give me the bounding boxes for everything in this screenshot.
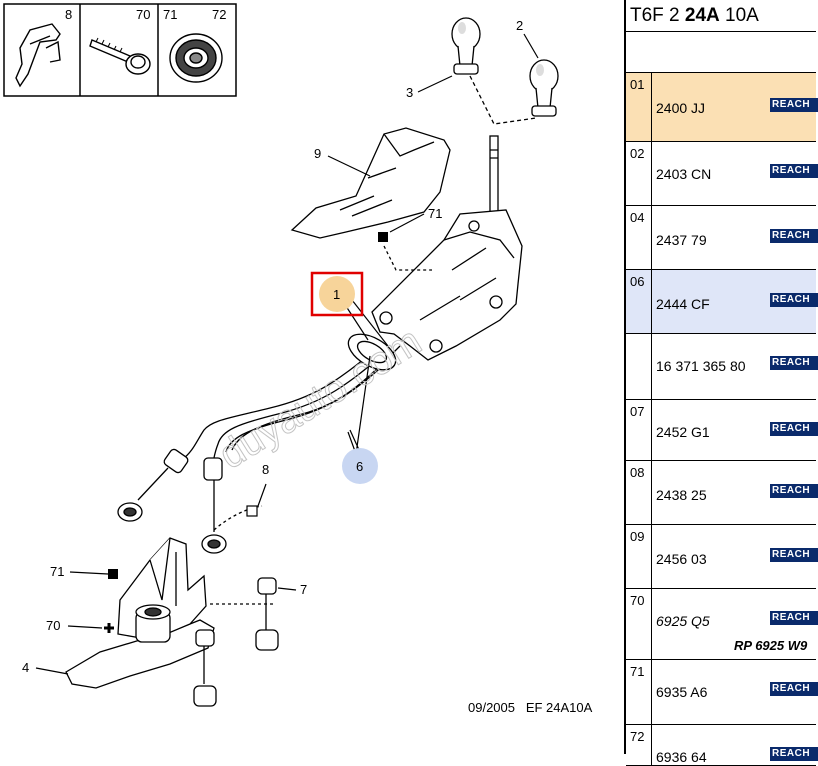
cable-end-right (201, 457, 227, 554)
part-row-number: 72 (626, 725, 652, 765)
callout-7[interactable]: 7 (300, 582, 307, 597)
gear-knob-3 (451, 17, 481, 75)
part-row-number: 70 (626, 589, 652, 659)
part-reference[interactable]: 16 371 365 80 (656, 358, 746, 374)
callout-2[interactable]: 2 (516, 18, 523, 33)
part-reference[interactable]: 2403 CN (656, 166, 712, 182)
gearbox-bracket-4 (65, 537, 215, 689)
inset-label-72: 72 (212, 7, 226, 22)
shifter-housing (371, 209, 523, 361)
reach-badge: REACH (770, 484, 818, 498)
part-row-number (626, 334, 652, 399)
knob-guide-line (469, 75, 537, 125)
header-suffix: 10A (719, 5, 759, 26)
inset-label-8: 8 (65, 7, 72, 22)
part-reference[interactable]: 2444 CF (656, 296, 710, 312)
reach-badge: REACH (770, 229, 818, 243)
callout-1[interactable]: 1 (333, 287, 340, 302)
part-row-number: 09 (626, 525, 652, 588)
callout-70[interactable]: 70 (46, 618, 60, 633)
diagram-footer: 09/2005 EF 24A10A (468, 700, 593, 715)
part-reference[interactable]: 2437 79 (656, 232, 707, 248)
part-row-number: 04 (626, 206, 652, 269)
reach-badge: REACH (770, 548, 818, 562)
cable-end-left (117, 448, 189, 522)
marker-cross-70 (104, 623, 114, 633)
clip-marker-square (246, 505, 258, 517)
reach-badge: REACH (770, 682, 818, 696)
inset-parts-strip: 8 70 71 72 (3, 3, 237, 97)
part-row-number: 06 (626, 270, 652, 333)
reach-badge: REACH (770, 611, 818, 625)
part-note: RP 6925 W9 (734, 638, 808, 653)
exploded-parts-diagram: 8 70 71 72 (3, 3, 593, 715)
screw-part-icon (89, 37, 151, 75)
part-row-number: 07 (626, 400, 652, 460)
part-row-number: 71 (626, 660, 652, 724)
part-reference[interactable]: 2452 G1 (656, 424, 710, 440)
part-row-number: 08 (626, 461, 652, 524)
callout-6[interactable]: 6 (356, 459, 363, 474)
reach-badge: REACH (770, 356, 818, 370)
inset-label-71: 71 (163, 7, 177, 22)
watermark: duyauto.com (211, 319, 429, 478)
part-reference[interactable]: 2400 JJ (656, 100, 706, 116)
part-reference[interactable]: 6925 Q5 (656, 613, 710, 629)
shift-boot-cover-9 (290, 127, 451, 239)
part-reference[interactable]: 2438 25 (656, 487, 707, 503)
grommet-guide-line (383, 245, 432, 271)
gear-knob-2 (529, 59, 559, 117)
panel-header: T6F 2 24A 10A (626, 0, 816, 32)
callout-bubble-6[interactable] (342, 448, 378, 484)
reach-badge: REACH (770, 293, 818, 307)
callout-8[interactable]: 8 (262, 462, 269, 477)
callout-71-top[interactable]: 71 (428, 206, 442, 221)
clip-part-icon (15, 23, 61, 88)
link-rod-7 (193, 577, 279, 707)
callout-4[interactable]: 4 (22, 660, 29, 675)
part-row[interactable]: 16 371 365 80 REACH (626, 334, 818, 400)
part-row-number: 02 (626, 142, 652, 205)
callout-71-bottom[interactable]: 71 (50, 564, 64, 579)
part-reference[interactable]: 6935 A6 (656, 684, 708, 700)
marker-square-71-top (378, 232, 388, 242)
panel-blank-row (626, 32, 816, 73)
part-row-number: 01 (626, 73, 652, 141)
inset-label-70: 70 (136, 7, 150, 22)
callout-bubble-1[interactable] (319, 276, 355, 312)
cable-grommet-6 (347, 333, 397, 371)
part-reference[interactable]: 6936 64 (656, 749, 707, 765)
part-reference[interactable]: 2456 03 (656, 551, 707, 567)
reach-badge: REACH (770, 422, 818, 436)
callout-3[interactable]: 3 (406, 85, 413, 100)
reach-badge: REACH (770, 164, 818, 178)
callout-leader-lines (35, 33, 539, 675)
grommet-part-icon (169, 33, 223, 83)
marker-square-71-bottom (108, 569, 118, 579)
clip-guide-line (213, 505, 263, 531)
header-bold: 24A (684, 5, 720, 26)
header-prefix: T6F 2 (630, 5, 685, 26)
reach-badge: REACH (770, 747, 818, 761)
reach-badge: REACH (770, 98, 818, 112)
gear-lever-rod (489, 135, 499, 217)
callout-9[interactable]: 9 (314, 146, 321, 161)
selected-callout-frame (310, 271, 364, 317)
